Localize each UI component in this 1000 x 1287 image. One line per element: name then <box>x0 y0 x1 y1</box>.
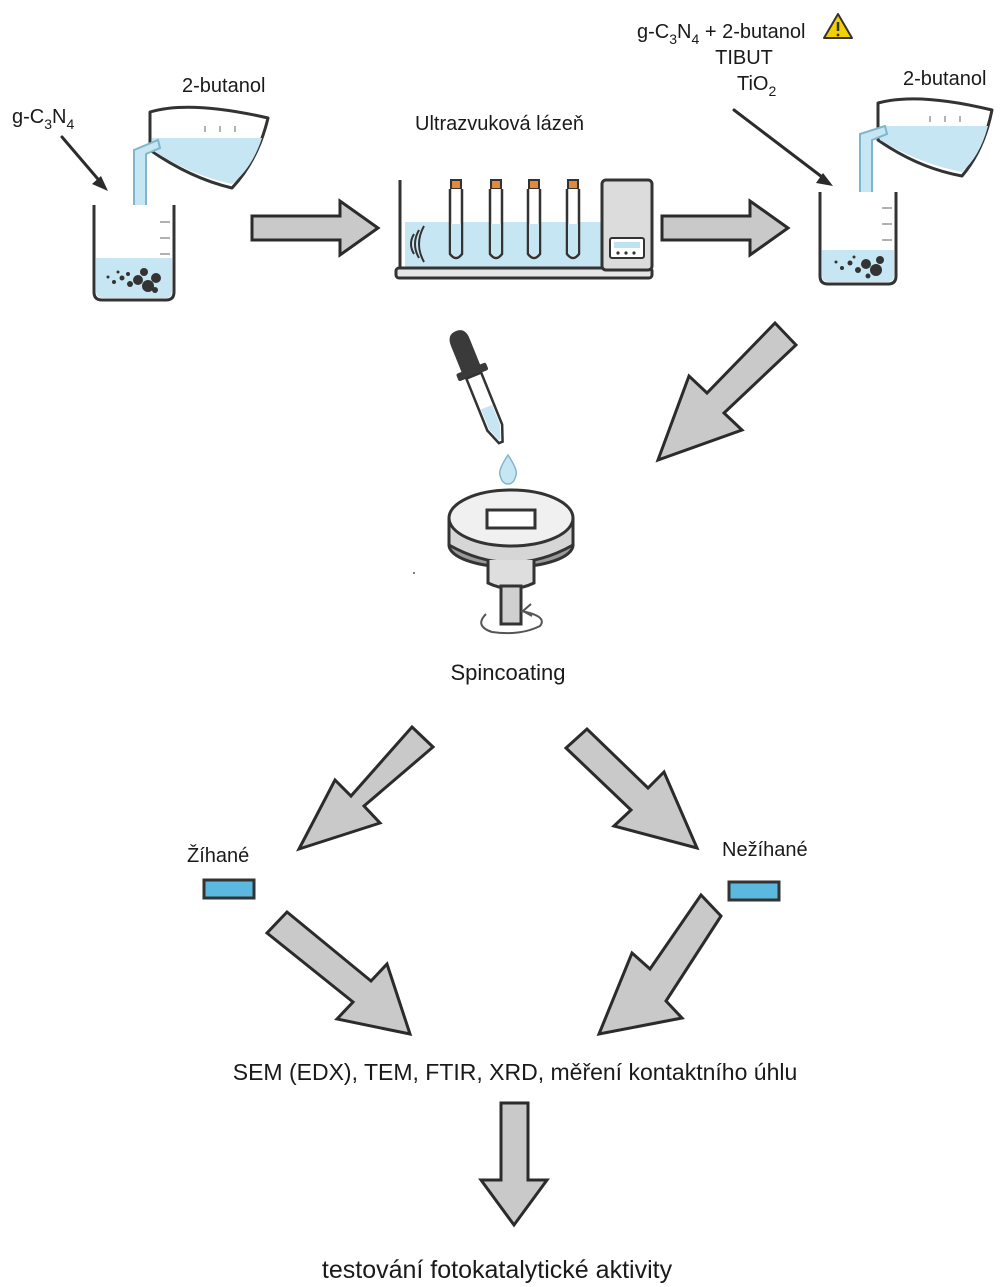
spincoating-label: Spincoating <box>451 660 566 685</box>
right-beaker-liquid <box>822 250 894 282</box>
bath-label: Ultrazvuková lázeň <box>415 113 584 135</box>
arrow-beaker-to-spincoater <box>655 320 799 463</box>
arrow-bath-to-beaker <box>660 198 791 258</box>
dropper-group <box>449 330 504 445</box>
ultrasound-waves-icon <box>410 225 425 263</box>
right-flask-liquid <box>880 126 988 172</box>
left-beaker-group: g-C3N4 2-butanol <box>12 75 270 302</box>
left-flask-liquid <box>152 138 262 184</box>
annealed-sample <box>202 878 256 900</box>
arrow-not-annealed-to-characterization <box>596 892 723 1036</box>
right-beaker-group: g-C3N4 + 2-butanol TIBUT TiO2 2-butanol <box>637 13 994 286</box>
bath-base <box>394 266 654 280</box>
not-annealed-sample <box>727 880 781 902</box>
characterization-label: SEM (EDX), TEM, FTIR, XRD, měření kontak… <box>233 1059 798 1085</box>
arrow-to-final <box>478 1101 550 1228</box>
reagents-right-line1: g-C3N4 + 2-butanol <box>637 21 805 47</box>
reagents-right-arrowhead <box>816 173 833 186</box>
test-tube <box>526 179 542 260</box>
spincoater-substrate <box>485 508 537 530</box>
reagent-left-arrowhead <box>92 176 108 191</box>
reagent-left-arrow <box>60 135 105 187</box>
arrow-annealed-to-characterization <box>264 909 413 1036</box>
right-particles <box>834 255 884 279</box>
test-tube <box>448 179 464 260</box>
warning-triangle-icon <box>823 13 853 39</box>
not-annealed-label: Nežíhané <box>722 839 808 861</box>
annealed-label: Žíhané <box>187 844 249 867</box>
test-tubes <box>448 179 581 260</box>
reagent-left-label: g-C3N4 <box>12 106 74 132</box>
ultrasonic-bath-group: Ultrazvuková lázeň <box>394 113 654 280</box>
reagents-right-arrow <box>732 108 828 182</box>
spincoater-group: Spincoating <box>413 488 575 685</box>
test-tube <box>488 179 504 260</box>
dropper-bulb <box>449 330 481 374</box>
left-particles <box>106 268 161 293</box>
arrow-to-not-annealed <box>563 726 700 851</box>
solvent-right-label: 2-butanol <box>903 68 986 90</box>
liquid-drop <box>498 453 518 485</box>
arrow-beaker-to-bath <box>250 198 381 258</box>
rotation-arrow-icon <box>480 603 543 635</box>
final-label: testování fotokatalytické aktivity <box>322 1256 673 1284</box>
solvent-left-label: 2-butanol <box>182 75 265 97</box>
reagents-right-line3: TiO2 <box>737 73 776 99</box>
spincoater-shaft <box>499 584 523 626</box>
reagents-right-line2: TIBUT <box>715 47 773 69</box>
arrow-to-annealed <box>295 724 436 852</box>
test-tube <box>565 179 581 260</box>
